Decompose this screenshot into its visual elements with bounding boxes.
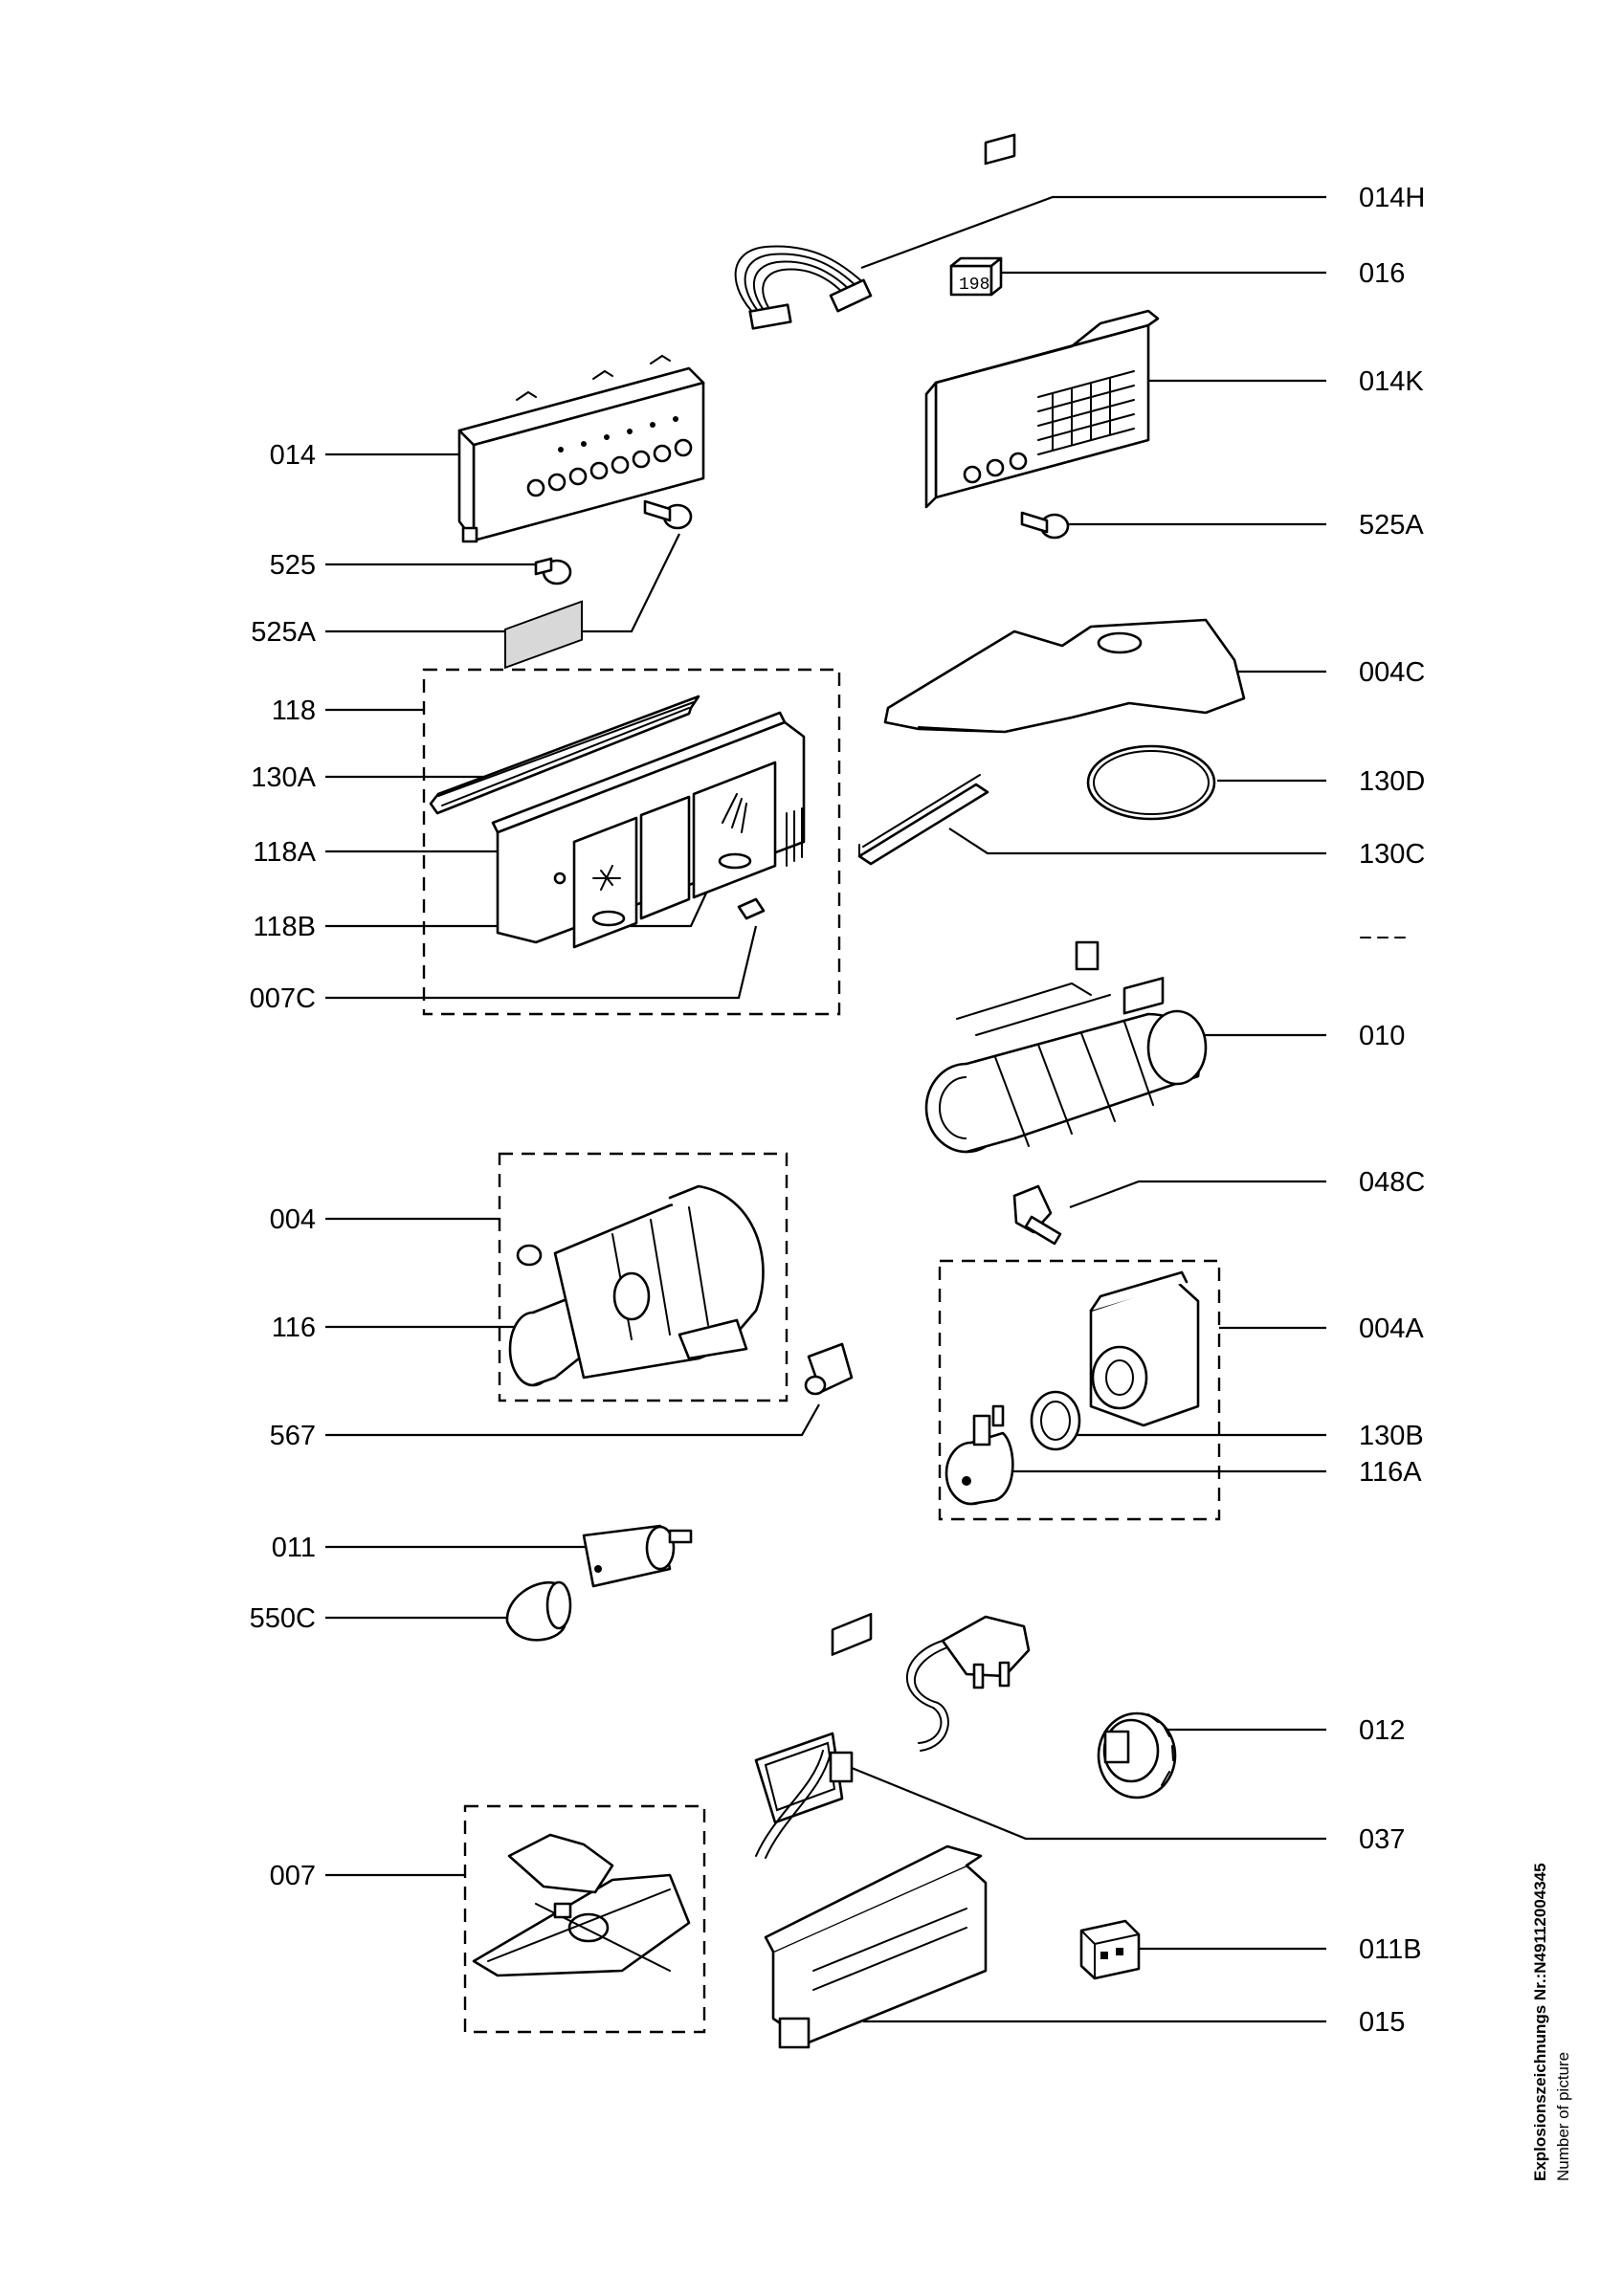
part-525-button [534,557,572,585]
part-525A-button-left [643,499,693,530]
label-118: 118 [272,695,316,726]
label-016: 016 [1359,258,1405,289]
part-004C-cover [883,618,1246,734]
part-037-bracket [754,1732,854,1859]
part-011B-relay [1079,1919,1141,1980]
label-011: 011 [272,1533,316,1563]
label-014: 014 [270,440,316,471]
part-016-display: 198 [949,256,1003,297]
side-note-title: Explosionszeichnungs Nr.:N49112004345 [1531,1863,1549,2181]
group-box-004 [498,1152,789,1402]
labels-right: 014H 016 014K 525A 004C 130D 130C 010 04… [1359,183,1425,2038]
label-004: 004 [270,1204,316,1235]
side-note: Explosionszeichnungs Nr.:N49112004345 Nu… [1531,1863,1572,2181]
label-004C: 004C [1359,657,1425,688]
label-048C: 048C [1359,1167,1425,1198]
label-014K: 014K [1359,366,1424,397]
label-007: 007 [270,1861,316,1891]
label-010: 010 [1359,1021,1405,1051]
leader-lines [325,195,1326,2023]
label-007C: 007C [250,983,316,1014]
part-004-pump [508,1184,765,1387]
label-037: 037 [1359,1824,1405,1855]
part-004A-drain-pump [1089,977,1200,1427]
label-130A: 130A [251,762,316,793]
label-525A-left: 525A [251,617,316,648]
label-118A: 118A [253,837,316,868]
part-014H-wire-harness [734,245,873,330]
part-130D-seal-ring [1086,744,1216,821]
part-010-heater [924,940,1208,1154]
group-box-007 [463,1804,706,2034]
label-014H: 014H [1359,183,1425,213]
part-525A-button-right [1020,511,1070,540]
label-004A: 004A [1359,1314,1424,1344]
part-011-capacitor [582,1524,693,1588]
part-015-module [764,1612,988,2049]
part-116A-inlet [944,1404,1014,1506]
label-011B: 011B [1359,1934,1422,1965]
label-116: 116 [272,1313,316,1343]
part-118-dispenser [429,600,806,949]
label-567: 567 [270,1421,316,1451]
label-012: 012 [1359,1715,1405,1746]
label-525A-right: 525A [1359,510,1424,541]
label-550C: 550C [250,1603,316,1634]
label-130B: 130B [1359,1421,1424,1451]
part-mains-plug [906,1615,1031,1752]
part-007-spray-arm [472,1833,691,1977]
part-567-clip [804,1342,854,1396]
labels-left: 014 525 525A 118 130A 118A 118B 007C 004… [250,440,317,1891]
label-015: 015 [1359,2007,1405,2038]
label-118B: 118B [253,912,316,942]
label-116A: 116A [1359,1457,1422,1488]
group-box-118 [422,668,841,1016]
part-550C-cap [505,1580,572,1642]
side-note-subtitle: Number of picture [1554,2052,1572,2181]
display-digits: 198 [959,276,989,295]
part-014-control-unit [457,354,705,543]
group-box-004A [938,1259,1221,1521]
part-048C-sensor [1012,1184,1062,1246]
label-130D: 130D [1359,766,1425,797]
part-012-pressure-switch [1097,1711,1177,1799]
label-130C: 130C [1359,839,1425,870]
part-130B-seal [1030,1390,1081,1451]
part-014K-control-panel [924,133,1160,509]
part-130C-strip [857,774,989,866]
label-525: 525 [270,550,316,581]
